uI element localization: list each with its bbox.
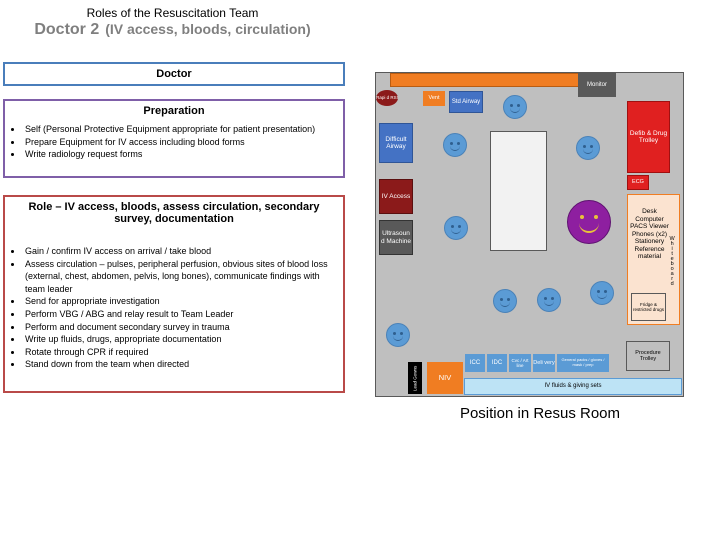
procedure-trolley: Procedure Trolley bbox=[626, 341, 670, 371]
iv-fluids-giving-sets: IV fluids & giving sets bbox=[464, 378, 682, 395]
niv: NIV bbox=[427, 362, 463, 394]
ultrasound-machine: Ultrasoun d Machine bbox=[379, 220, 413, 255]
patient-bed bbox=[490, 131, 547, 251]
rapid-rsi: Rapi d RSI bbox=[376, 90, 398, 106]
monitor: Monitor bbox=[578, 73, 616, 97]
list-item: Write up fluids, drugs, appropriate docu… bbox=[23, 333, 337, 346]
std-airway: Std Airway bbox=[449, 91, 483, 113]
list-item: Self (Personal Protective Equipment appr… bbox=[23, 123, 337, 136]
list-item: Gain / confirm IV access on arrival / ta… bbox=[23, 245, 337, 258]
role-list: Gain / confirm IV access on arrival / ta… bbox=[11, 245, 337, 371]
resus-room-diagram: Monitor Rapi d RSI Vent Std Airway Diffi… bbox=[375, 72, 684, 397]
list-item: Prepare Equipment for IV access includin… bbox=[23, 136, 337, 149]
list-item: Write radiology request forms bbox=[23, 148, 337, 161]
defib-drug-trolley: Defib & Drug Trolley bbox=[627, 101, 670, 173]
general-packs: General packs / gloves / mask / prep bbox=[557, 354, 609, 372]
title-sub: (IV access, bloods, circulation) bbox=[105, 21, 311, 37]
difficult-airway: Difficult Airway bbox=[379, 123, 413, 163]
lead-gowns: Lead Gowns bbox=[408, 362, 422, 394]
team-member-icon bbox=[590, 281, 614, 305]
icc: ICC bbox=[465, 354, 485, 372]
team-member-icon bbox=[537, 288, 561, 312]
idc: IDC bbox=[487, 354, 507, 372]
team-member-icon bbox=[493, 289, 517, 313]
list-item: Assess circulation – pulses, peripheral … bbox=[23, 258, 337, 296]
fridge-restricted-drugs: Fridge & restricted drugs bbox=[631, 293, 666, 321]
delivery: Deli very bbox=[533, 354, 555, 372]
preparation-list: Self (Personal Protective Equipment appr… bbox=[11, 123, 337, 161]
title-main: Doctor 2 bbox=[34, 21, 100, 38]
team-member-icon bbox=[386, 323, 410, 347]
team-member-icon bbox=[576, 136, 600, 160]
list-item: Send for appropriate investigation bbox=[23, 295, 337, 308]
vent: Vent bbox=[423, 91, 445, 106]
page-title: Doctor 2 (IV access, bloods, circulation) bbox=[0, 21, 345, 39]
preparation-box: Preparation Self (Personal Protective Eq… bbox=[3, 99, 345, 178]
bench-top bbox=[390, 73, 582, 87]
preparation-title: Preparation bbox=[143, 105, 205, 117]
list-item: Perform and document secondary survey in… bbox=[23, 321, 337, 334]
whiteboard: Whiteboard bbox=[669, 235, 676, 286]
cvc-art-line: Cvc / Art line bbox=[509, 354, 531, 372]
doctor2-position-icon bbox=[567, 200, 611, 244]
role-box: Role – IV access, bloods, assess circula… bbox=[3, 195, 345, 393]
team-member-icon bbox=[443, 133, 467, 157]
ecg: ECG bbox=[627, 175, 649, 190]
team-member-icon bbox=[444, 216, 468, 240]
list-item: Perform VBG / ABG and relay result to Te… bbox=[23, 308, 337, 321]
list-item: Rotate through CPR if required bbox=[23, 346, 337, 359]
iv-access: IV Access bbox=[379, 179, 413, 214]
doctor-box: Doctor bbox=[3, 62, 345, 86]
page-supertitle: Roles of the Resuscitation Team bbox=[86, 6, 259, 20]
team-member-icon bbox=[503, 95, 527, 119]
role-title: Role – IV access, bloods, assess circula… bbox=[28, 201, 320, 225]
diagram-caption: Position in Resus Room bbox=[459, 405, 621, 422]
list-item: Stand down from the team when directed bbox=[23, 358, 337, 371]
